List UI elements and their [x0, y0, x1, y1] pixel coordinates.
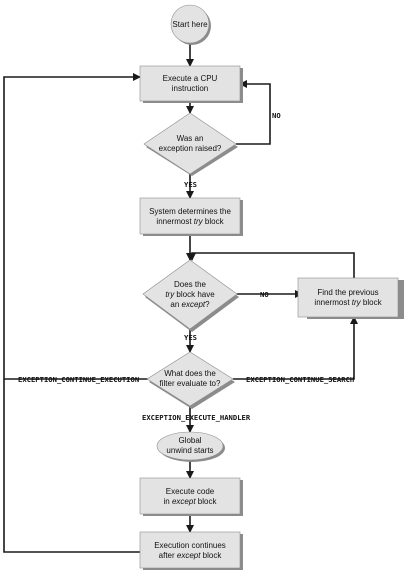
- label-no-except: NO: [260, 290, 269, 299]
- node-text-line: Find the previous: [317, 288, 378, 297]
- node-text-line: Execute code: [166, 487, 215, 496]
- node-text-line: Execution continues: [154, 541, 226, 550]
- start-node-text: Start here: [172, 20, 208, 29]
- node-text-line: filter evaluate to?: [160, 379, 221, 388]
- node-text-line: Does the: [174, 280, 207, 289]
- start-node: Start here: [170, 4, 211, 45]
- node-text-line: an except?: [170, 300, 210, 309]
- label-yes-except: YES: [184, 333, 197, 342]
- node-text-line: unwind starts: [166, 446, 213, 455]
- node-text-line: Execute a CPU: [163, 74, 218, 83]
- node-text-line: instruction: [172, 84, 208, 93]
- node-text-line: innermost try block: [156, 217, 224, 226]
- node-text-line: exception raised?: [159, 144, 222, 153]
- label-execute-handler: EXCEPTION_EXECUTE_HANDLER: [142, 413, 251, 422]
- node-text-line: after except block: [159, 551, 223, 560]
- label-yes-exception: YES: [184, 180, 197, 189]
- node-text-line: innermost try block: [314, 298, 382, 307]
- node-text-line: What does the: [164, 369, 216, 378]
- connector-no-exception-loop: [236, 80, 271, 145]
- node-text-line: System determines the: [149, 207, 231, 216]
- edge-labels: NO YES NO YES EXCEPTION_CONTINUE_EXECUTI…: [18, 111, 354, 422]
- connector-find-loop-back: [188, 252, 355, 278]
- label-no-exception: NO: [272, 111, 281, 120]
- node-text-line: try block have: [165, 290, 215, 299]
- node-text-line: in except block: [164, 497, 218, 506]
- label-continue-search: EXCEPTION_CONTINUE_SEARCH: [246, 375, 354, 384]
- label-continue-execution: EXCEPTION_CONTINUE_EXECUTION: [18, 375, 139, 384]
- connectors: [3, 44, 358, 553]
- connector-continue-search: [233, 316, 358, 380]
- node-text-line: Global: [178, 436, 201, 445]
- node-text-line: Was an: [177, 134, 204, 143]
- connector-continues-loop-back: [3, 379, 140, 553]
- connector-continue-execution-loop: [3, 73, 148, 380]
- node-text-line: Start here: [172, 20, 208, 29]
